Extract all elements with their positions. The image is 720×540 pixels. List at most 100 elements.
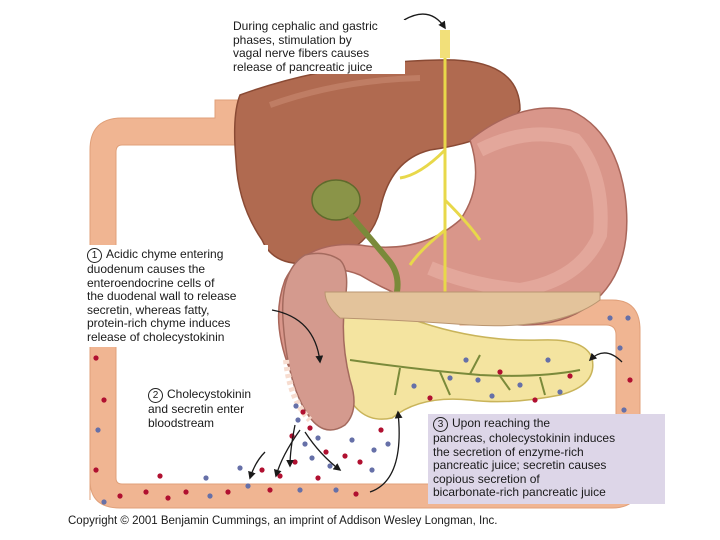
callout-line: Upon reaching the <box>452 416 551 430</box>
vagal-nerve-bundle <box>440 30 450 58</box>
callout-line: the secretion of enzyme-rich <box>433 444 584 459</box>
callout-line: enteroendocrine cells of <box>87 275 215 290</box>
pancreatic-ducts <box>349 354 581 396</box>
callout-line: phases, stimulation by <box>233 32 352 47</box>
callout-line: copious secretion of <box>433 471 540 486</box>
callout-line: the duodenal wall to release <box>87 289 237 303</box>
hormone-dot-icon <box>411 383 417 389</box>
hormone-dot-icon <box>427 395 433 401</box>
hormone-dot-icon <box>463 357 469 363</box>
bile-duct <box>347 213 401 301</box>
hormone-dot-icon <box>277 473 283 479</box>
hormone-dot-icon <box>207 493 213 499</box>
hormone-dot-icon <box>353 491 359 497</box>
hormone-dot-icon <box>617 345 623 351</box>
hormone-dot-icon <box>165 495 171 501</box>
hormone-dot-icon <box>333 487 339 493</box>
duodenum <box>281 252 355 431</box>
hormone-dot-icon <box>117 493 123 499</box>
callout-cephalic-phase: During cephalic and gastric phases, stim… <box>233 19 405 74</box>
hormone-dot-icon <box>259 467 265 473</box>
hormone-dot-icon <box>342 453 348 459</box>
hormone-dot-icon <box>101 499 107 505</box>
hormone-dot-icon <box>627 377 633 383</box>
callout-line: During cephalic and gastric <box>233 19 378 33</box>
hormone-dot-icon <box>497 369 503 375</box>
step-number-badge: 2 <box>148 388 163 403</box>
hormone-dot-icon <box>607 315 613 321</box>
hormone-dot-icon <box>327 463 333 469</box>
hormone-dot-icon <box>225 489 231 495</box>
hormone-dot-icon <box>237 465 243 471</box>
hormone-dot-icon <box>447 375 453 381</box>
callout-line: bloodstream <box>148 415 215 430</box>
hormone-dot-icon <box>517 382 523 388</box>
hormone-dot-icon <box>245 483 251 489</box>
callout-line: release of pancreatic juice <box>233 59 373 74</box>
hormone-dot-icon <box>295 417 301 423</box>
hormone-dot-icon <box>309 455 315 461</box>
hormone-dot-icon <box>307 425 313 431</box>
copyright-notice: Copyright © 2001 Benjamin Cummings, an i… <box>68 515 498 527</box>
hormone-dot-icon <box>378 427 384 433</box>
curved-arrow-icon <box>304 431 342 471</box>
hormone-dot-icon <box>545 357 551 363</box>
liver <box>233 59 521 265</box>
curved-arrow-icon <box>403 13 446 30</box>
hormone-dot-icon <box>532 397 538 403</box>
hormone-dot-icon <box>293 403 299 409</box>
callout-line: Acidic chyme entering <box>106 247 224 261</box>
curved-arrow-icon <box>271 309 324 364</box>
hormone-dot-icon <box>302 441 308 447</box>
callout-arrows <box>248 13 623 493</box>
callout-line: duodenum causes the <box>87 262 206 276</box>
hormone-dot-icon <box>315 475 321 481</box>
hormone-dot-icon <box>267 487 273 493</box>
hormone-dot-icon <box>95 427 101 433</box>
callout-line: bicarbonate-rich pancreatic juice <box>433 485 606 499</box>
callout-line: protein-rich chyme induces <box>87 316 231 330</box>
callout-line: and secretin enter <box>148 402 245 416</box>
liver-highlight <box>268 75 421 108</box>
stomach-inner <box>427 127 608 298</box>
vagal-nerve <box>399 30 482 300</box>
hormone-dot-icon <box>385 441 391 447</box>
hormone-dot-icon <box>300 409 306 415</box>
hormone-dot-icon <box>93 467 99 473</box>
step-number-badge: 3 <box>433 417 448 432</box>
hormone-dot-icon <box>369 467 375 473</box>
curved-arrow-icon <box>369 410 403 493</box>
hormone-dot-icon <box>143 489 149 495</box>
callout-line: release of cholecystokinin <box>87 329 225 344</box>
hormone-dot-icon <box>183 489 189 495</box>
callout-line: secretin, whereas fatty, <box>87 302 210 317</box>
callout-line: Cholecystokinin <box>167 387 252 401</box>
hormone-dot-icon <box>203 475 209 481</box>
curved-arrow-icon <box>248 451 266 480</box>
stomach-shelf <box>324 291 601 327</box>
hormone-dot-icon <box>297 487 303 493</box>
hormone-dot-icon <box>357 459 363 465</box>
hormone-dot-icon <box>475 377 481 383</box>
hormone-dot-icon <box>157 473 163 479</box>
hormone-dot-icon <box>489 393 495 399</box>
hormone-dot-icon <box>371 447 377 453</box>
callout-line: vagal nerve fibers causes <box>233 46 370 60</box>
hormone-dot-icon <box>621 407 627 413</box>
hormone-dot-icon <box>625 315 631 321</box>
hormone-dot-icon <box>349 437 355 443</box>
hormone-dot-icon <box>93 355 99 361</box>
curved-arrow-icon <box>286 424 296 468</box>
hormone-dot-icon <box>101 397 107 403</box>
hormone-dot-icon <box>557 389 563 395</box>
hormone-dot-icon <box>315 435 321 441</box>
hormone-dot-icon <box>567 373 573 379</box>
duodenal-wall <box>283 359 313 423</box>
hormone-dot-icon <box>323 449 329 455</box>
callout-step-2: 2 Cholecystokinin and secretin enter bloo… <box>148 387 268 430</box>
callout-line: pancreatic juice; secretin causes <box>433 458 607 472</box>
hormone-dot-icon <box>292 459 298 465</box>
